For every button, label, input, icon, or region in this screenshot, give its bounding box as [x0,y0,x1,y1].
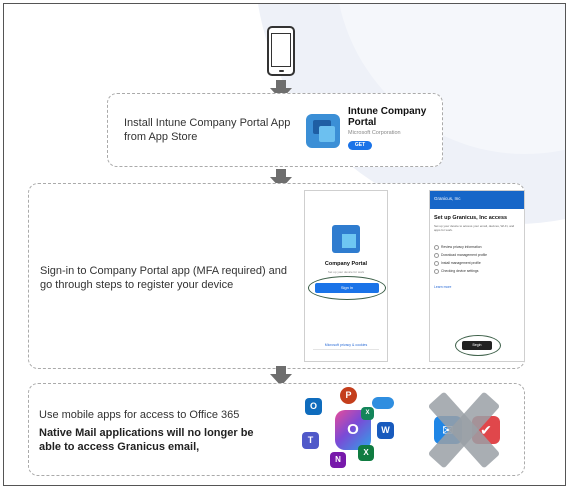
step-signin-text: Sign-in to Company Portal app (MFA requi… [40,265,288,291]
setup-description: Set up your device to access your email,… [434,224,515,232]
setup-steps: Review privacy information Download mana… [434,243,487,275]
get-button[interactable]: GET [348,141,372,150]
step-apps-text: Use mobile apps for access to Office 365 [39,409,240,421]
learn-more-link[interactable]: Learn more [434,285,452,289]
excel-icon: X [361,407,374,420]
signin-subtitle: Set up your device for work [327,270,365,274]
signin-title: Company Portal [324,261,368,267]
onenote-icon: N [330,452,346,468]
step-install-text: Install Intune Company Portal App from A… [124,117,291,143]
step-install-box: Install Intune Company Portal App from A… [107,93,443,167]
app-publisher: Microsoft Corporation [348,130,401,136]
setup-header: Granicus, Inc [434,196,461,201]
native-mail-apps-crossed: ✉ ✔ [427,391,509,469]
office-apps-cluster: O P T O X W N X [297,384,422,477]
signin-footer [313,349,379,357]
diagram-frame: Install Intune Company Portal App from A… [3,3,566,486]
outlook-icon: O [305,398,322,415]
teams-icon: T [302,432,319,449]
onedrive-icon [372,397,394,409]
setup-step: Checking device settings [434,267,487,275]
setup-step: Install management profile [434,259,487,267]
phone-icon [267,26,295,76]
setup-step: Download management profile [434,251,487,259]
setup-screenshot: Granicus, Inc Set up Granicus, Inc acces… [429,190,525,362]
setup-title: Set up Granicus, Inc access [434,215,508,221]
setup-step: Review privacy information [434,243,487,251]
company-portal-logo-icon [332,225,360,253]
powerpoint-icon: P [340,387,357,404]
excel-icon: X [358,445,374,461]
signin-screenshot: Company Portal Set up your device for wo… [304,190,388,362]
native-mail-warning: Native Mail applications will no longer … [39,427,254,453]
highlight-oval [455,335,501,356]
highlight-oval [308,276,386,300]
company-portal-logo-icon [306,114,340,148]
app-name: Intune Company Portal [348,106,427,128]
step-signin-box: Sign-in to Company Portal app (MFA requi… [28,183,525,369]
setup-header-bar: Granicus, Inc [430,191,524,209]
word-icon: W [377,422,394,439]
app-store-card: Intune Company Portal Microsoft Corporat… [304,102,432,160]
step-apps-box: Use mobile apps for access to Office 365… [28,383,525,476]
privacy-link[interactable]: Microsoft privacy & cookies [324,343,368,347]
